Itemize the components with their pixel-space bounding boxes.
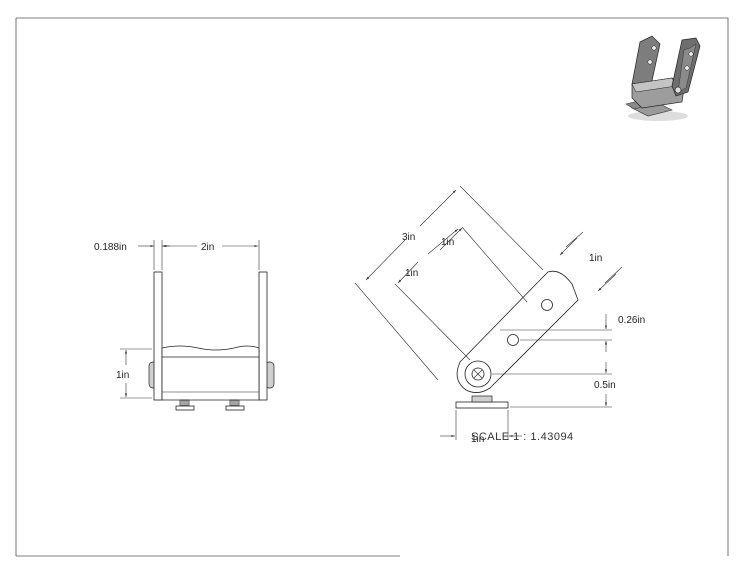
pivot-height-dimension: 0.5in (594, 380, 616, 391)
hole-spacing-dimension-1: 1in (441, 237, 454, 248)
sheet-border (15, 17, 729, 557)
hole-spacing-dimension-2: 1in (405, 268, 418, 279)
height-dimension: 1in (116, 370, 129, 381)
front-view: 0.188in 2in 1in (94, 240, 275, 411)
length-dimension: 3in (402, 232, 415, 243)
bracket-isometric-icon (625, 35, 701, 121)
thickness-dimension: 0.188in (94, 242, 127, 253)
base-width-dimension: 1in (471, 434, 484, 445)
arm-width-dimension: 1in (589, 253, 602, 264)
width-dimension: 2in (201, 242, 214, 253)
scale-note: SCALE 1 : 1.43094 (471, 431, 574, 443)
offset-dimension: 0.26in (618, 315, 645, 326)
side-view: 3in 1in 1in 1in 0.26in 0.5in 1in (354, 185, 645, 445)
